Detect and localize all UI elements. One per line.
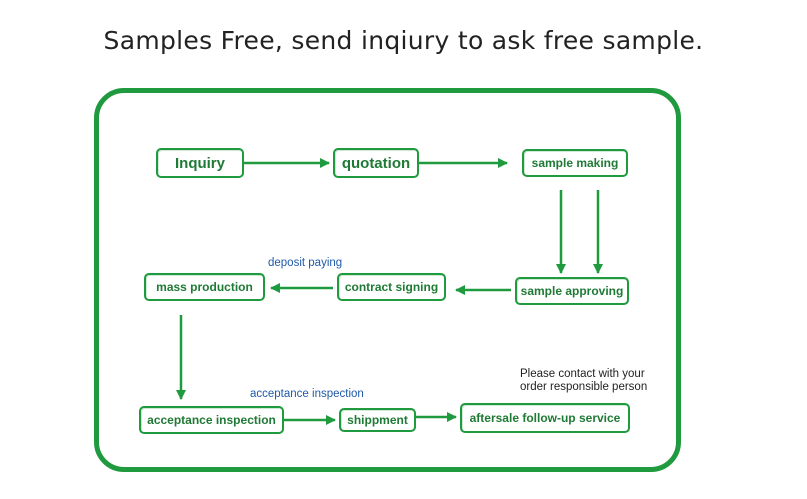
node-acceptance-inspection: acceptance inspection — [139, 406, 284, 434]
node-contract-signing: contract signing — [337, 273, 446, 301]
node-aftersale-service: aftersale follow-up service — [460, 403, 630, 433]
node-quotation: quotation — [333, 148, 419, 178]
node-shippment: shippment — [339, 408, 416, 432]
label-contact-line2: order responsible person — [520, 381, 648, 393]
label-acceptance-inspection: acceptance inspection — [250, 388, 364, 400]
label-contact-line1: Please contact with your — [520, 368, 645, 380]
label-deposit-paying: deposit paying — [268, 257, 343, 269]
node-sample-approving: sample approving — [515, 277, 629, 305]
node-sample-making: sample making — [522, 149, 628, 177]
page-title: Samples Free, send inqiury to ask free s… — [103, 26, 704, 55]
node-inquiry: Inquiry — [156, 148, 244, 178]
flowchart-frame — [94, 88, 681, 472]
node-mass-production: mass production — [144, 273, 265, 301]
